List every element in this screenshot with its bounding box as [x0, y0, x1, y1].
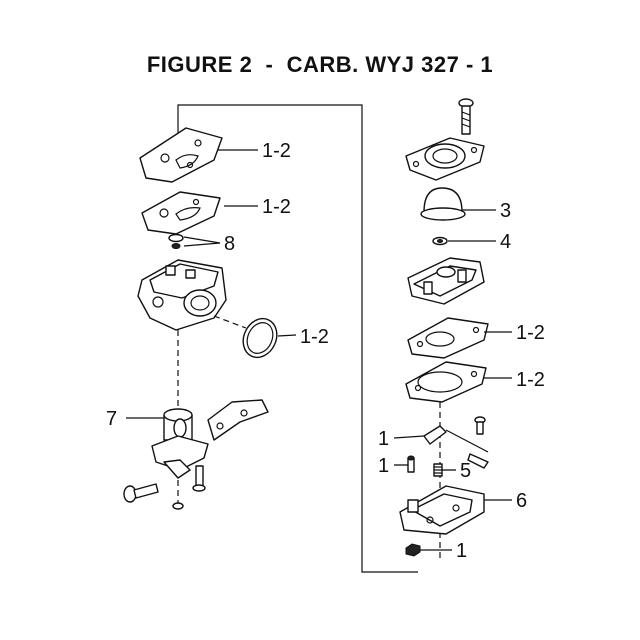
right-top-screw [458, 98, 474, 135]
right-lever-screw [474, 416, 486, 435]
left-base-screw [123, 483, 159, 503]
callout-left-gasket-top: 1-2 [262, 140, 291, 162]
left-small-parts [168, 233, 184, 249]
callout-right-diaphragm-bottom: 1-2 [516, 369, 545, 391]
callout-right-washer: 4 [500, 231, 511, 253]
right-pin [407, 455, 415, 473]
callout-right-nut: 1 [456, 540, 467, 562]
callout-left-o-ring: 1-2 [300, 326, 329, 348]
left-carburetor-body [137, 259, 227, 331]
callout-right-diaphragm-top: 1-2 [516, 322, 545, 344]
left-o-ring [242, 317, 278, 359]
right-nut [405, 543, 421, 557]
left-bottom-screw [172, 502, 184, 510]
callout-right-needle-lever: 1 [378, 428, 389, 450]
callout-right-primer-bulb: 3 [500, 200, 511, 222]
right-needle-lever [423, 425, 489, 469]
left-throttle-base [151, 408, 209, 479]
right-washer [432, 236, 448, 246]
callout-left-gasket-mid: 1-2 [262, 196, 291, 218]
left-top-gasket [139, 127, 223, 183]
right-primer-bulb [420, 187, 466, 221]
right-diaphragm-top [407, 317, 489, 359]
right-pump-cover [407, 257, 485, 305]
figure-title: FIGURE 2 - CARB. WYJ 327 - 1 [146, 52, 494, 77]
callout-left-body-base: 7 [106, 408, 117, 430]
right-pump-body [399, 485, 485, 535]
right-top-cover [405, 137, 485, 181]
callout-left-small-parts: 8 [224, 233, 235, 255]
left-middle-gasket [141, 191, 221, 235]
callout-right-pump-body: 6 [516, 490, 527, 512]
left-throttle-lever [207, 399, 269, 441]
right-spring [433, 463, 443, 477]
callout-right-spring: 5 [460, 460, 471, 482]
right-diaphragm-bottom [405, 361, 487, 403]
left-vertical-screw [192, 465, 206, 492]
callout-right-pin: 1 [378, 455, 389, 477]
assembly-connector-line [177, 104, 418, 573]
